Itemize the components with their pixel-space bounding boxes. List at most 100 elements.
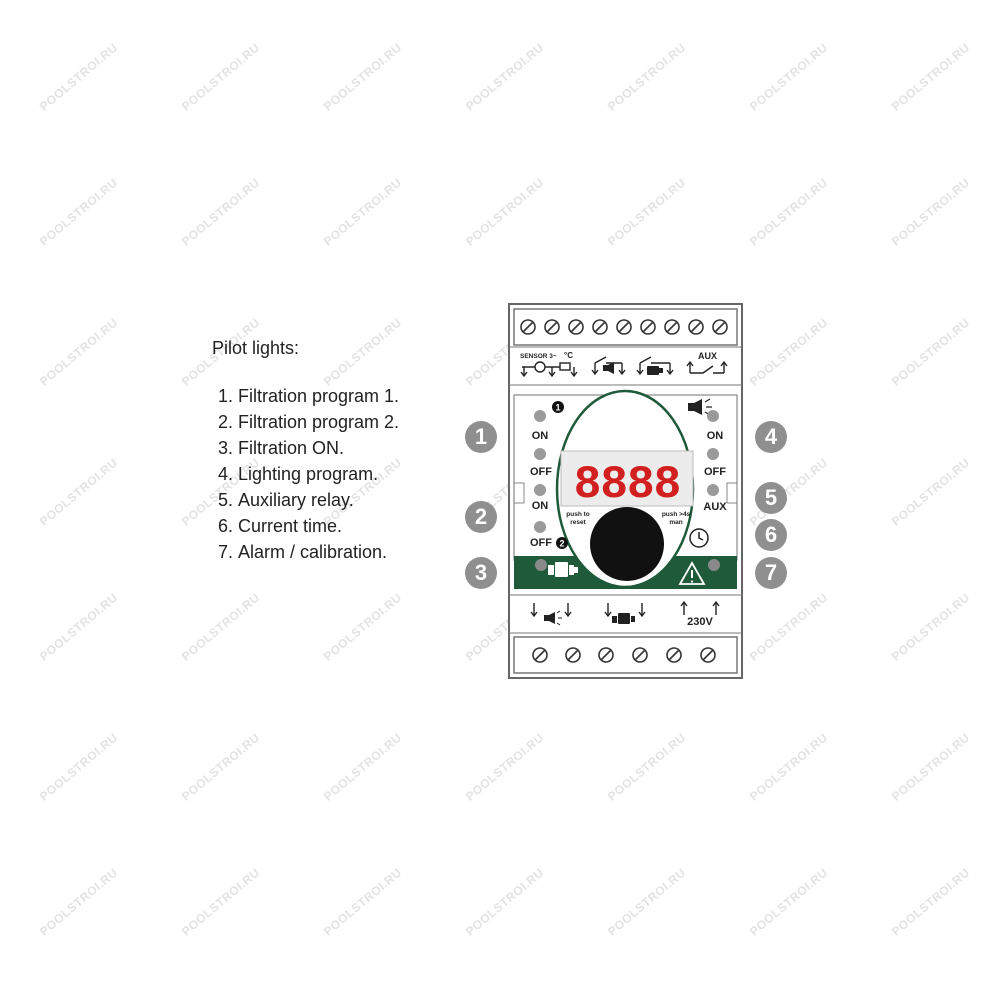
watermark-text: POOLSTROI.RU <box>178 40 263 114</box>
watermark-text: POOLSTROI.RU <box>604 40 689 114</box>
callout-1: 1 <box>465 421 497 453</box>
led-filtration <box>535 559 547 571</box>
terminal-screw-slot <box>567 649 579 661</box>
watermark-text: POOLSTROI.RU <box>320 40 405 114</box>
controller-device: SENSOR 3~ °C AUX 8888 push to <box>508 303 743 679</box>
callout-4: 4 <box>755 421 787 453</box>
legend-list: Filtration program 1. Filtration program… <box>212 383 399 565</box>
watermark-text: POOLSTROI.RU <box>178 730 263 804</box>
bottom-light-output-symbol <box>530 603 572 618</box>
watermark-text: POOLSTROI.RU <box>36 865 121 939</box>
watermark-text: POOLSTROI.RU <box>888 730 973 804</box>
sensor-symbol <box>520 361 578 378</box>
led-prog2-on <box>534 484 546 496</box>
bottom-terminal-screws <box>532 647 716 663</box>
aux-relay-symbol <box>686 360 728 374</box>
watermark-text: POOLSTROI.RU <box>888 455 973 529</box>
legend-item-4: Lighting program. <box>238 461 399 487</box>
prog2-off-label: OFF <box>530 537 552 549</box>
legend-item-6: Current time. <box>238 513 399 539</box>
terminal-screw-slot <box>642 321 654 333</box>
terminal-screw-slot <box>546 321 558 333</box>
led-light-off <box>707 448 719 460</box>
terminal-screw-slot <box>702 649 714 661</box>
watermark-text: POOLSTROI.RU <box>36 40 121 114</box>
callout-3: 3 <box>465 557 497 589</box>
push-reset-label-1: push to <box>566 511 589 518</box>
light-icon-bottom <box>544 610 562 626</box>
top-terminal-screws <box>520 319 728 335</box>
terminal-screw-slot <box>668 649 680 661</box>
watermark-text: POOLSTROI.RU <box>746 730 831 804</box>
terminal-screw-slot <box>666 321 678 333</box>
prog2-on-label: ON <box>532 500 549 512</box>
watermark-text: POOLSTROI.RU <box>320 175 405 249</box>
legend-item-5: Auxiliary relay. <box>238 487 399 513</box>
watermark-text: POOLSTROI.RU <box>604 865 689 939</box>
light-on-label: ON <box>707 430 724 442</box>
prog1-on-label: ON <box>532 430 549 442</box>
watermark-text: POOLSTROI.RU <box>462 175 547 249</box>
led-prog2-off <box>534 521 546 533</box>
watermark-text: POOLSTROI.RU <box>178 590 263 664</box>
led-light-on <box>707 410 719 422</box>
led-display-window <box>560 450 694 507</box>
terminal-screw-slot <box>600 649 612 661</box>
watermark-text: POOLSTROI.RU <box>604 730 689 804</box>
light-relay-symbol <box>591 356 626 376</box>
callout-7: 7 <box>755 557 787 589</box>
led-alarm <box>708 559 720 571</box>
watermark-text: POOLSTROI.RU <box>36 315 121 389</box>
prog1-off-label: OFF <box>530 466 552 478</box>
watermark-text: POOLSTROI.RU <box>746 865 831 939</box>
watermark-text: POOLSTROI.RU <box>888 40 973 114</box>
pump-icon-bottom <box>612 613 635 624</box>
prog1-badge <box>552 401 564 413</box>
push-man-label-2: man <box>669 519 682 526</box>
watermark-text: POOLSTROI.RU <box>888 590 973 664</box>
power-input-symbol <box>680 600 720 615</box>
voltage-label: 230V <box>687 616 713 628</box>
watermark-text: POOLSTROI.RU <box>888 175 973 249</box>
bottom-pump-output-symbol <box>604 603 646 618</box>
legend-item-7: Alarm / calibration. <box>238 539 399 565</box>
terminal-screw-slot <box>594 321 606 333</box>
watermark-text: POOLSTROI.RU <box>888 315 973 389</box>
control-knob[interactable] <box>590 507 664 581</box>
bottom-terminal-block <box>513 636 738 674</box>
watermark-text: POOLSTROI.RU <box>320 590 405 664</box>
sensor-label: SENSOR 3~ <box>520 353 557 360</box>
watermark-text: POOLSTROI.RU <box>320 730 405 804</box>
pilot-lights-legend: Pilot lights: Filtration program 1. Filt… <box>212 335 399 565</box>
legend-title: Pilot lights: <box>212 338 300 358</box>
callout-6: 6 <box>755 519 787 551</box>
watermark-text: POOLSTROI.RU <box>462 730 547 804</box>
temp-label: °C <box>564 351 573 360</box>
aux-top-label: AUX <box>698 351 717 361</box>
callout-5: 5 <box>755 482 787 514</box>
terminal-screw-slot <box>534 649 546 661</box>
pump-icon-top <box>647 366 663 375</box>
prog2-badge-number: 2 <box>559 539 564 549</box>
watermark-text: POOLSTROI.RU <box>320 865 405 939</box>
watermark-text: POOLSTROI.RU <box>36 455 121 529</box>
warning-icon <box>678 561 706 585</box>
led-prog1-off <box>534 448 546 460</box>
legend-item-3: Filtration ON. <box>238 435 399 461</box>
prog2-badge <box>556 537 568 549</box>
legend-item-1: Filtration program 1. <box>238 383 399 409</box>
watermark-text: POOLSTROI.RU <box>36 590 121 664</box>
prog1-badge-number: 1 <box>555 403 560 413</box>
terminal-screw-slot <box>690 321 702 333</box>
callout-2: 2 <box>465 501 497 533</box>
watermark-text: POOLSTROI.RU <box>178 865 263 939</box>
clock-icon <box>689 528 709 548</box>
watermark-text: POOLSTROI.RU <box>178 175 263 249</box>
watermark-text: POOLSTROI.RU <box>888 865 973 939</box>
terminal-screw-slot <box>618 321 630 333</box>
terminal-screw-slot <box>714 321 726 333</box>
watermark-text: POOLSTROI.RU <box>36 730 121 804</box>
watermark-text: POOLSTROI.RU <box>604 175 689 249</box>
light-icon-top <box>603 362 614 374</box>
legend-item-2: Filtration program 2. <box>238 409 399 435</box>
